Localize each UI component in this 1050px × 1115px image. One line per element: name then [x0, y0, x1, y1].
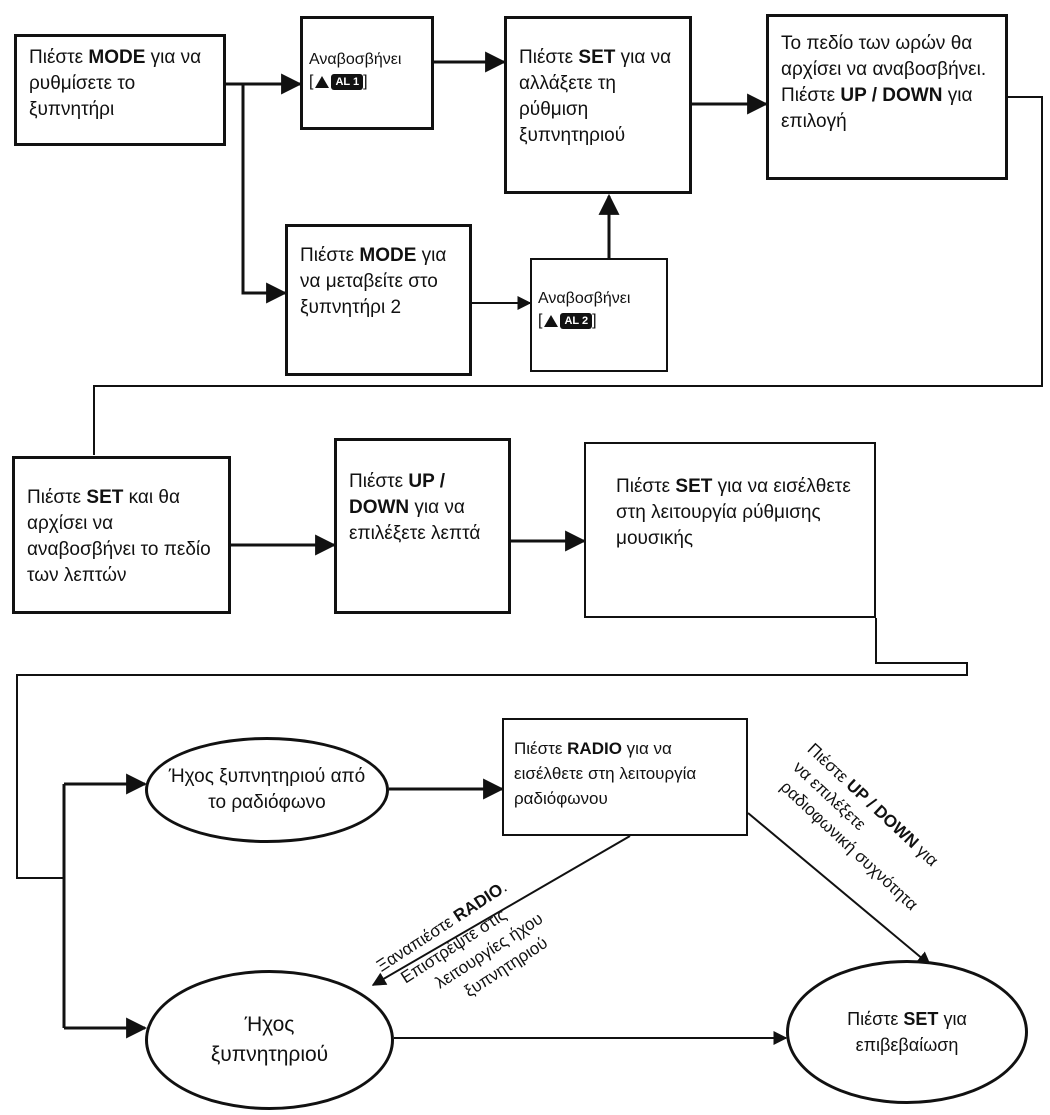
bell-icon: [544, 314, 559, 327]
set-confirm-oval: Πιέστε SET για επιβεβαίωση: [786, 960, 1028, 1104]
alarm-sound-oval: Ήχος ξυπνητηριού: [145, 970, 394, 1110]
branch-to-mode2: [241, 84, 288, 304]
set-key: SET: [675, 476, 713, 497]
updown-key: UP / DOWN: [840, 85, 943, 106]
set-key: SET: [86, 487, 124, 508]
radio-key: RADIO: [567, 739, 622, 758]
alarm1-indicator: [AL 1]: [309, 73, 368, 90]
mode-key: MODE: [359, 245, 417, 266]
set-key: SET: [578, 47, 616, 68]
hours-field-box: Το πεδίο των ωρών θα αρχίσει να αναβοσβή…: [766, 14, 1008, 180]
mode-key: MODE: [88, 47, 146, 68]
radio-mode-box: Πιέστε RADIO για να εισέλθετε στη λειτου…: [502, 718, 748, 836]
updown-minutes-box: Πιέστε UP / DOWN για να επιλέξετε λεπτά: [334, 438, 511, 614]
mode-alarm-box: Πιέστε MODE για να ρυθμίσετε το ξυπνητήρ…: [14, 34, 226, 146]
line-hours-to-row2: [93, 96, 1043, 455]
blink-al1-label: Αναβοσβήνει: [309, 51, 402, 68]
arrow-radio-back: [371, 835, 631, 986]
blink-al2-box: Αναβοσβήνει [AL 2]: [530, 258, 668, 372]
radio-sound-oval: Ήχος ξυπνητηριού από το ραδιόφωνο: [145, 737, 389, 843]
blink-al1-box: Αναβοσβήνει [AL 1]: [300, 16, 434, 130]
set-music-box: Πιέστε SET για να εισέλθετε στη λειτουργ…: [584, 442, 876, 618]
updown-key: UP / DOWN: [349, 471, 446, 518]
al1-badge: AL 1: [331, 73, 364, 90]
arrow-radio-to-freq: [747, 812, 932, 966]
line-music-to-row3: [16, 618, 968, 879]
set-key: SET: [903, 1009, 939, 1029]
set-change-box: Πιέστε SET για να αλλάξετε τη ρύθμιση ξυ…: [504, 16, 692, 194]
set-minutes-box: Πιέστε SET και θα αρχίσει να αναβοσβήνει…: [12, 456, 231, 614]
al2-badge: AL 2: [560, 312, 593, 329]
mode-alarm2-box: Πιέστε MODE για να μεταβείτε στο ξυπνητή…: [285, 224, 472, 376]
bell-icon: [315, 75, 330, 88]
blink-al2-label: Αναβοσβήνει: [538, 290, 631, 307]
arrow-to-radio-sound: [62, 784, 145, 1028]
alarm2-indicator: [AL 2]: [538, 312, 597, 329]
